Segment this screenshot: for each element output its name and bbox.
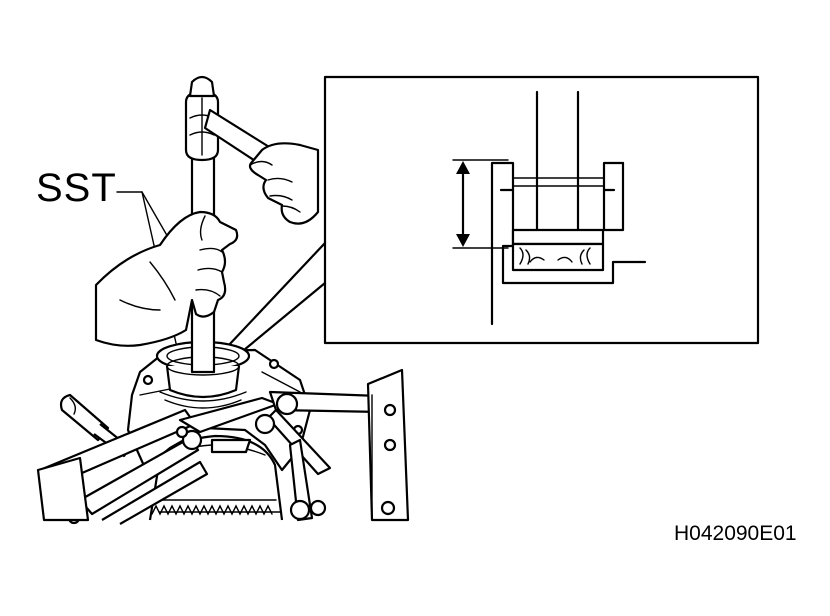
sst-tool	[155, 75, 284, 409]
upper-hand	[248, 142, 320, 225]
stand-plate-right	[366, 368, 410, 522]
callout-line-upper	[226, 241, 327, 348]
stand-base-left	[36, 456, 90, 522]
callout-line-lower	[242, 281, 327, 352]
joint-bolt	[175, 425, 189, 439]
detail-inset	[226, 75, 760, 352]
inset-housing	[490, 161, 647, 326]
inset-dimension	[452, 159, 509, 249]
joint-bolt	[309, 499, 327, 517]
sst-label: SST	[36, 166, 117, 210]
figure-code: H042090E01	[674, 522, 797, 545]
lower-hand	[94, 210, 239, 347]
gear-teeth	[151, 504, 273, 516]
joint-bolt	[181, 429, 203, 451]
bolt	[142, 374, 154, 386]
joint-bolt	[254, 413, 276, 435]
inset-bearing	[511, 228, 605, 272]
joint-bolt	[275, 392, 299, 416]
joint-bolt	[289, 499, 311, 521]
bolt	[268, 358, 280, 370]
inset-shaft	[535, 90, 580, 232]
